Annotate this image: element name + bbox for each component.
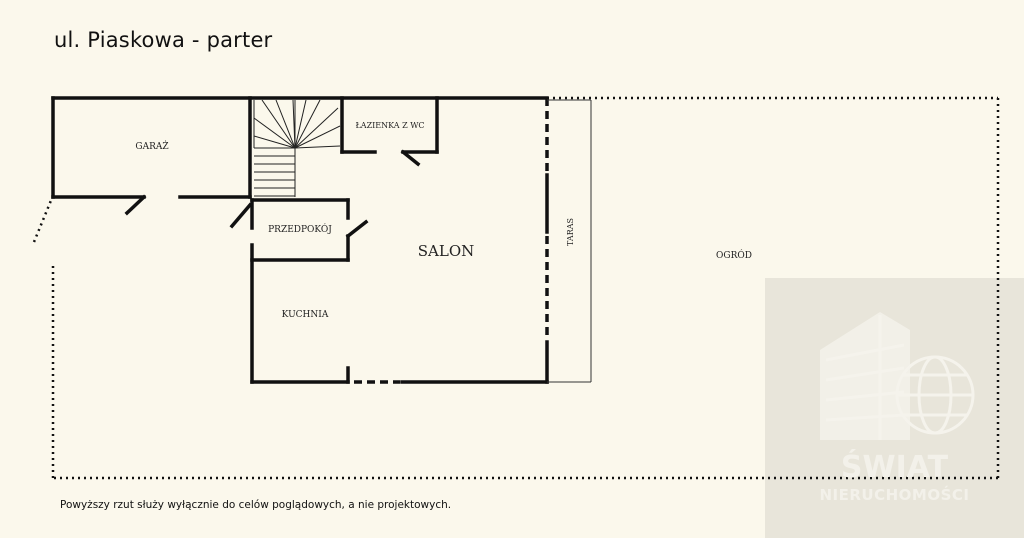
room-label-garden: OGRÓD (716, 249, 752, 261)
room-label-garage: GARAŻ (135, 140, 168, 152)
watermark-brand-line1: ŚWIAT (840, 450, 949, 485)
watermark-brand-line2: NIERUCHOMOŚCI (819, 486, 970, 504)
building-globe-logo-icon (820, 312, 975, 440)
garden-boundary (32, 96, 1000, 480)
walls (51, 96, 549, 384)
room-label-terrace: TARAS (566, 218, 575, 246)
page-title: ul. Piaskowa - parter (54, 28, 273, 52)
staircase (253, 99, 341, 197)
windows (354, 98, 549, 384)
room-label-kitchen: KUCHNIA (282, 310, 329, 320)
terrace-outline (547, 99, 592, 383)
disclaimer-note: Powyższy rzut służy wyłącznie do celów p… (60, 499, 452, 511)
room-label-living-room: SALON (418, 242, 475, 260)
room-label-hallway: PRZEDPOKÓJ (268, 223, 332, 235)
room-label-bathroom: ŁAZIENKA Z WC (355, 121, 424, 130)
